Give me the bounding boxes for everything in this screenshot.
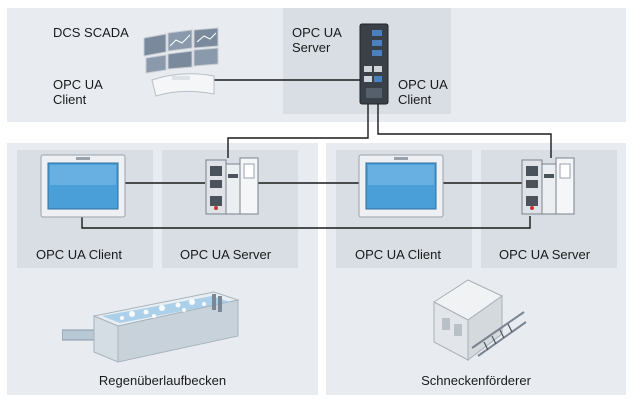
central-client-label-line2: Client (398, 92, 432, 107)
right-site-caption: Schneckenförderer (421, 373, 531, 388)
left-client-label: OPC UA Client (36, 247, 122, 262)
left-server-label: OPC UA Server (180, 247, 272, 262)
right-server-label: OPC UA Server (499, 247, 591, 262)
scada-workstation-icon (143, 27, 219, 97)
central-client-label-line1: OPC UA (398, 77, 448, 92)
wire-server-left (227, 104, 369, 158)
central-server-label-line1: OPC UA (292, 25, 342, 40)
left-hmi-touch-panel-icon (40, 154, 126, 218)
right-hmi-touch-panel-icon (358, 154, 444, 218)
right-plc-controller-icon (521, 157, 575, 215)
left-plc-controller-icon (205, 157, 259, 215)
industrial-pc-server-icon (359, 23, 389, 105)
right-client-label: OPC UA Client (355, 247, 441, 262)
screw-conveyor-building-icon (433, 279, 527, 362)
left-site-caption: Regenüberlaufbecken (98, 373, 227, 388)
scada-client-label-line1: OPC UA (53, 77, 103, 92)
wire-server-right (377, 104, 552, 158)
dcs-scada-label: DCS SCADA (53, 25, 129, 40)
wire-bottom-loop (81, 216, 531, 229)
central-server-label-line2: Server (292, 40, 331, 55)
storm-overflow-basin-icon (62, 291, 240, 363)
scada-client-label-line2: Client (53, 92, 87, 107)
